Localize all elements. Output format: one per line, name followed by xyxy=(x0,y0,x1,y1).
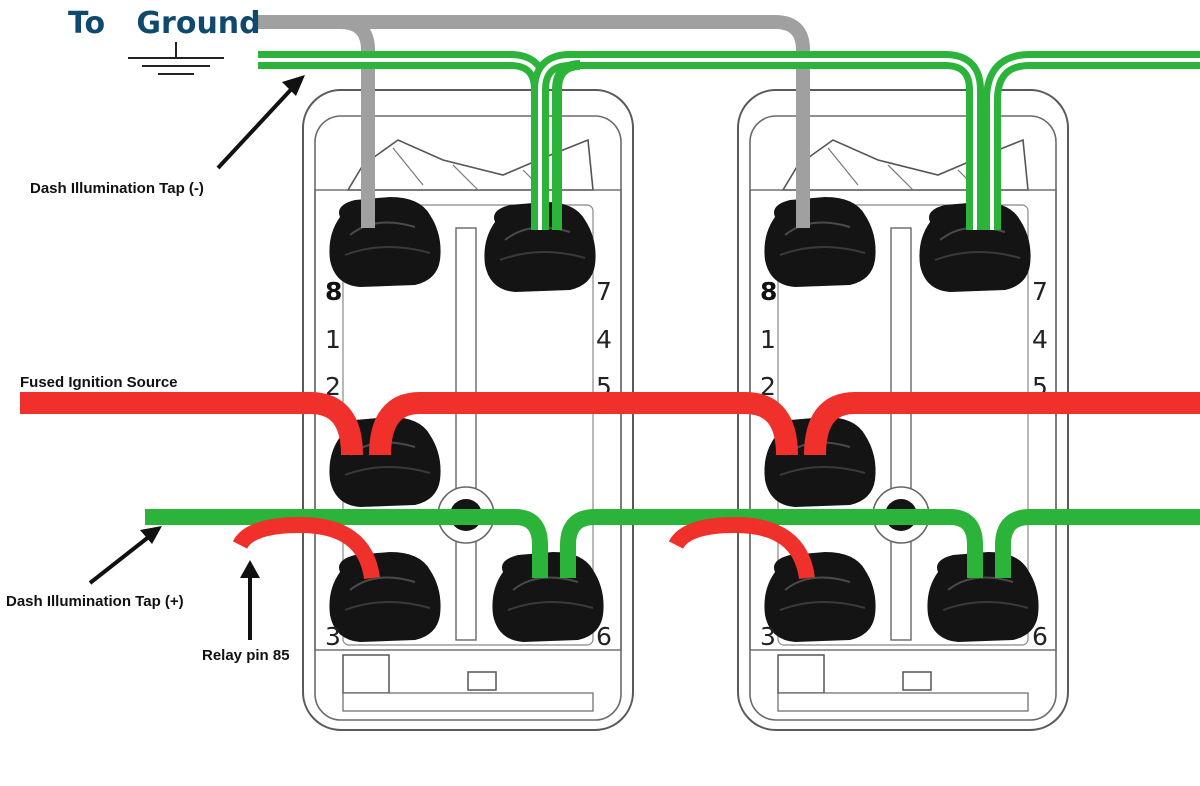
pin-label-8-left: 8 xyxy=(325,277,342,306)
pin-label-4-right: 4 xyxy=(1032,325,1048,354)
pin-label-1-right: 1 xyxy=(760,325,776,354)
relay-wire-right xyxy=(668,516,815,580)
illumination-plus-wires xyxy=(145,509,1200,578)
pin-label-2-right: 2 xyxy=(760,372,776,401)
relay-wire-left xyxy=(232,516,380,580)
arrow-dash-plus-icon xyxy=(88,526,162,585)
pin-label-4-left: 4 xyxy=(596,325,612,354)
terminal-3-left xyxy=(328,551,442,643)
terminal-8-right xyxy=(763,196,877,288)
arrow-dash-minus-icon xyxy=(216,75,305,170)
terminal-8-left xyxy=(328,196,442,288)
ignition-wires xyxy=(20,392,1200,456)
pin-label-3-right: 3 xyxy=(760,622,776,651)
pin-label-2-left: 2 xyxy=(325,372,341,401)
pin-label-6-left: 6 xyxy=(596,622,612,651)
illumination-minus-wires xyxy=(258,51,1200,230)
ground-symbol-icon xyxy=(128,42,224,75)
label-dash-minus: Dash Illumination Tap (-) xyxy=(30,180,204,197)
pin-label-7-right: 7 xyxy=(1032,277,1048,306)
diagram-title: To Ground xyxy=(68,6,261,41)
terminal-3-right xyxy=(763,551,877,643)
pin-label-8-right: 8 xyxy=(760,277,777,306)
pin-label-3-left: 3 xyxy=(325,622,341,651)
label-relay-pin: Relay pin 85 xyxy=(202,647,290,664)
pin-label-7-left: 7 xyxy=(596,277,612,306)
ground-wire-right xyxy=(340,15,810,228)
label-fused-ignition: Fused Ignition Source xyxy=(20,374,178,391)
pin-label-6-right: 6 xyxy=(1032,622,1048,651)
arrow-relay-icon xyxy=(240,560,260,640)
pin-label-1-left: 1 xyxy=(325,325,341,354)
label-dash-plus: Dash Illumination Tap (+) xyxy=(6,593,184,610)
